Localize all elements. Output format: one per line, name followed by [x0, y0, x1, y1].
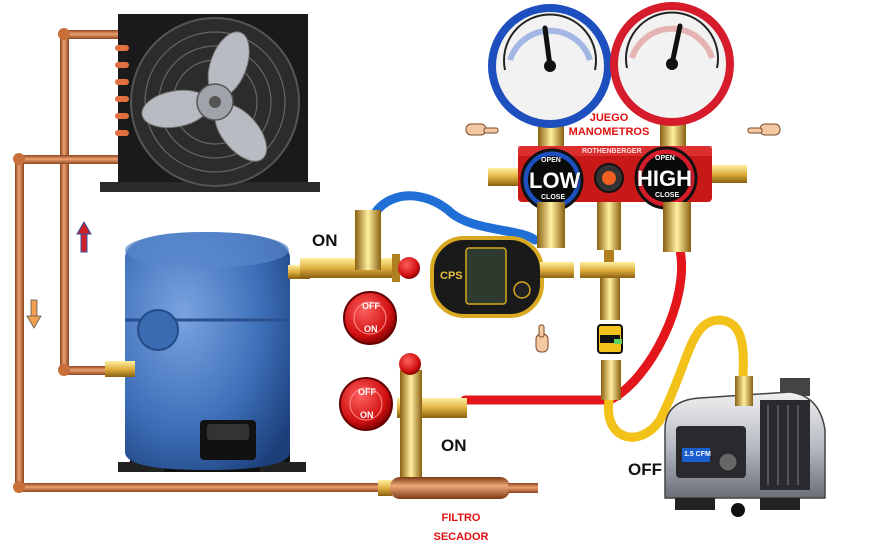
valve-knob-top[interactable] — [343, 291, 397, 345]
suction-access-valve — [300, 210, 420, 282]
digital-vacuum-gauge — [430, 236, 574, 318]
hand-pointer-icon — [747, 123, 781, 136]
low-pressure-gauge — [488, 4, 612, 150]
service-tee — [580, 250, 635, 400]
knob-bottom-on: ON — [360, 410, 374, 420]
pump-badge: 1.5 CFM — [684, 451, 711, 458]
high-pressure-gauge — [610, 2, 734, 150]
filter-drier — [378, 477, 538, 499]
hand-pointer-icon — [535, 324, 549, 353]
valve-knob-bottom[interactable] — [339, 377, 393, 431]
high-close-label: CLOSE — [655, 192, 680, 199]
condenser-unit — [100, 14, 320, 192]
yellow-hose — [604, 315, 748, 442]
secador-label: SECADOR — [433, 531, 489, 543]
juego-label: JUEGO — [589, 112, 629, 124]
hand-pointer-icon — [465, 123, 499, 136]
knob-bottom-off: OFF — [358, 387, 376, 397]
knob-top-on: ON — [364, 324, 378, 334]
compressor — [105, 232, 310, 472]
knob-top-off: OFF — [362, 301, 380, 311]
flow-arrow-up — [76, 221, 92, 253]
filtro-label: FILTRO — [441, 512, 481, 524]
high-label: HIGH — [637, 166, 692, 191]
vacuum-gauge-brand: CPS — [440, 270, 463, 282]
on-label-bottom: ON — [441, 436, 467, 455]
off-label-pump: OFF — [628, 460, 662, 479]
on-label-top: ON — [312, 231, 338, 250]
liquid-access-valve — [397, 353, 467, 482]
manifold-brand: ROTHENBERGER — [582, 148, 642, 155]
low-close-label: CLOSE — [541, 194, 566, 201]
fan-blades — [141, 31, 268, 162]
low-open-label: OPEN — [541, 157, 561, 164]
low-label: LOW — [529, 168, 581, 193]
manometros-label: MANOMETROS — [568, 126, 650, 138]
copper-piping — [13, 28, 535, 493]
high-open-label: OPEN — [655, 155, 675, 162]
flow-arrow-down — [26, 299, 42, 329]
condenser-coil — [115, 45, 129, 136]
manifold-body — [488, 146, 747, 252]
vacuum-pump — [664, 376, 826, 517]
